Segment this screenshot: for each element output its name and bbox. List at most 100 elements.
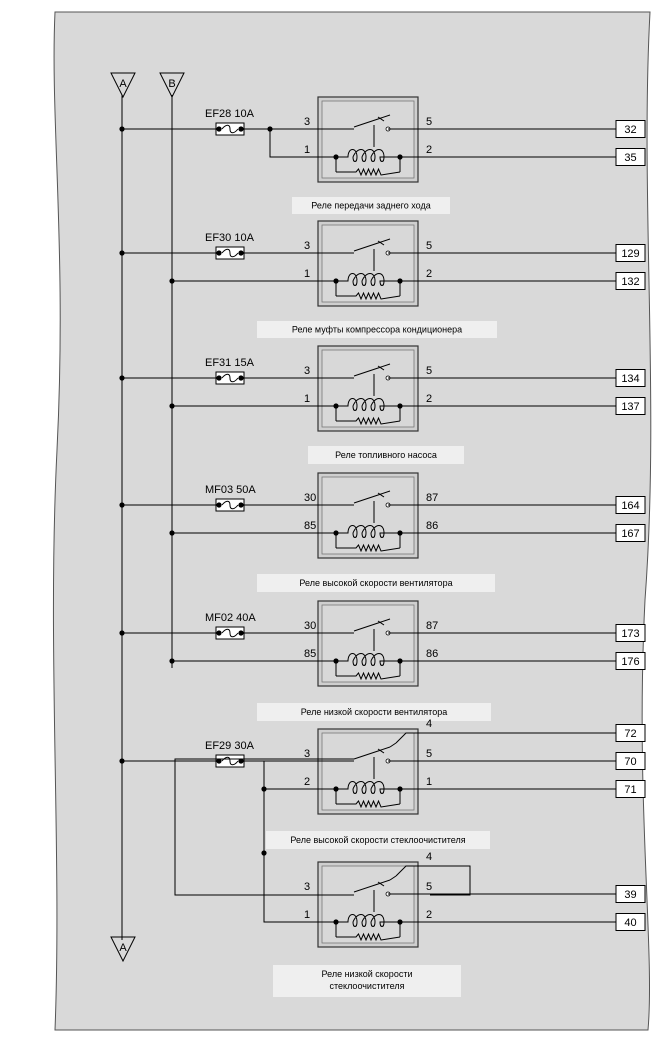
connector-coil: 176	[621, 656, 639, 668]
relay-pin-label: 85	[304, 520, 316, 532]
fuse-element	[221, 373, 239, 383]
relay-box-inner	[321, 476, 415, 555]
relay-switch-arm	[377, 240, 385, 246]
connector-load-box	[615, 624, 646, 642]
relay-resistor	[336, 799, 401, 809]
relay-switch-arm	[377, 365, 385, 371]
relay-caption: Реле передачи заднего хода	[311, 201, 430, 211]
relay-pin-label: 2	[426, 393, 432, 405]
relay-coil	[336, 398, 400, 411]
relay-switch-arm	[353, 490, 391, 504]
connector-coil: 137	[621, 401, 639, 413]
relay-caption-box	[308, 446, 464, 464]
connector-load: 39	[624, 889, 636, 901]
relay-switch-arm	[377, 748, 385, 754]
relay-pin-label: 1	[304, 144, 310, 156]
relay-resistor	[336, 543, 401, 553]
relay-switch-arm	[353, 114, 391, 128]
fuse-pin	[238, 630, 244, 636]
fuse-pin	[216, 250, 222, 256]
fuse-label: EF28 10A	[205, 108, 255, 120]
connector-coil-box	[615, 913, 646, 931]
relay-coil	[336, 781, 400, 794]
connector-load-box	[615, 244, 646, 262]
connector-coil-box	[615, 397, 646, 415]
fuse-element	[221, 500, 239, 510]
svg-text:A: A	[119, 942, 127, 954]
relay-switch-arm	[353, 618, 391, 632]
relay-pin-label: 2	[426, 268, 432, 280]
relay-caption: Реле высокой скорости стеклоочистителя	[290, 835, 465, 845]
relay-nc-contact	[389, 742, 397, 748]
bus-a-junction	[119, 126, 125, 132]
fuse-label: MF03 50A	[205, 484, 256, 496]
coil-feed-wire	[269, 129, 336, 158]
fuse-pin	[238, 250, 244, 256]
connector-load: 129	[621, 248, 639, 260]
connector-load-box	[615, 885, 646, 903]
connector-load-box	[615, 369, 646, 387]
wiper-coil-branch	[263, 789, 336, 923]
connector-coil-box	[615, 780, 646, 798]
connector-coil-box	[615, 524, 646, 542]
connector-load-box	[615, 120, 646, 138]
relay-coil	[336, 653, 400, 666]
relay-box-inner	[321, 865, 415, 944]
bus-a-bottom-marker: A	[110, 936, 136, 963]
connector-load: 32	[624, 124, 636, 136]
relay-coil	[336, 273, 400, 286]
fuse-element	[221, 124, 239, 134]
relay-caption: Реле муфты компрессора кондиционера	[292, 325, 462, 335]
bus-a-junction	[119, 502, 125, 508]
relay-pin-label: 30	[304, 492, 316, 504]
fuse-label: EF29 30A	[205, 740, 255, 752]
connector-load: 134	[621, 373, 639, 385]
relay-pin-label: 86	[426, 648, 438, 660]
relay-resistor	[336, 291, 401, 301]
connector-coil-box	[615, 652, 646, 670]
fuse-element	[221, 628, 239, 638]
fuse-label: MF02 40A	[205, 612, 256, 624]
relay-box-inner	[321, 100, 415, 179]
relay-pin-label: 4	[426, 718, 432, 730]
relay-caption-box	[257, 703, 491, 721]
fuse-pin	[216, 630, 222, 636]
relay-caption-box	[266, 831, 490, 849]
relay-pin-label: 1	[304, 909, 310, 921]
relay-switch-arm	[377, 116, 385, 122]
relay-pin-label: 30	[304, 620, 316, 632]
bus-a-junction	[119, 630, 125, 636]
relay-pin-label: 5	[426, 748, 432, 760]
fuse-element	[221, 248, 239, 258]
fuse-pin	[216, 375, 222, 381]
fuse-pin	[216, 758, 222, 764]
bus-a-junction	[119, 375, 125, 381]
connector-load-box	[615, 496, 646, 514]
relay-pin-label: 4	[426, 851, 432, 863]
connector-coil-box	[615, 272, 646, 290]
relay-pin-label: 3	[304, 365, 310, 377]
relay-pin-label: 2	[426, 144, 432, 156]
bus-a-junction	[119, 250, 125, 256]
connector-coil: 35	[624, 152, 636, 164]
bus-b-top-marker: B	[159, 72, 185, 99]
wiper-interconnect	[174, 758, 471, 923]
relay-caption: Реле топливного насоса	[335, 450, 437, 460]
relay-pin-label: 3	[304, 748, 310, 760]
relay-caption-box	[273, 965, 461, 997]
relay-circuit-6: Реле высокой скорости стеклоочистителя 3 5…	[119, 718, 646, 849]
relay-pin-label: 5	[426, 881, 432, 893]
relay-nc-contact	[389, 875, 397, 881]
wiper-nc-loop	[395, 865, 471, 896]
relay-pin-label: 87	[426, 620, 438, 632]
relay-pin-label: 1	[304, 268, 310, 280]
relay-resistor	[336, 932, 401, 942]
connector-coil: 40	[624, 917, 636, 929]
connector-coil: 71	[624, 784, 636, 796]
relay-box-inner	[321, 349, 415, 428]
nc-output-wire	[395, 732, 616, 744]
